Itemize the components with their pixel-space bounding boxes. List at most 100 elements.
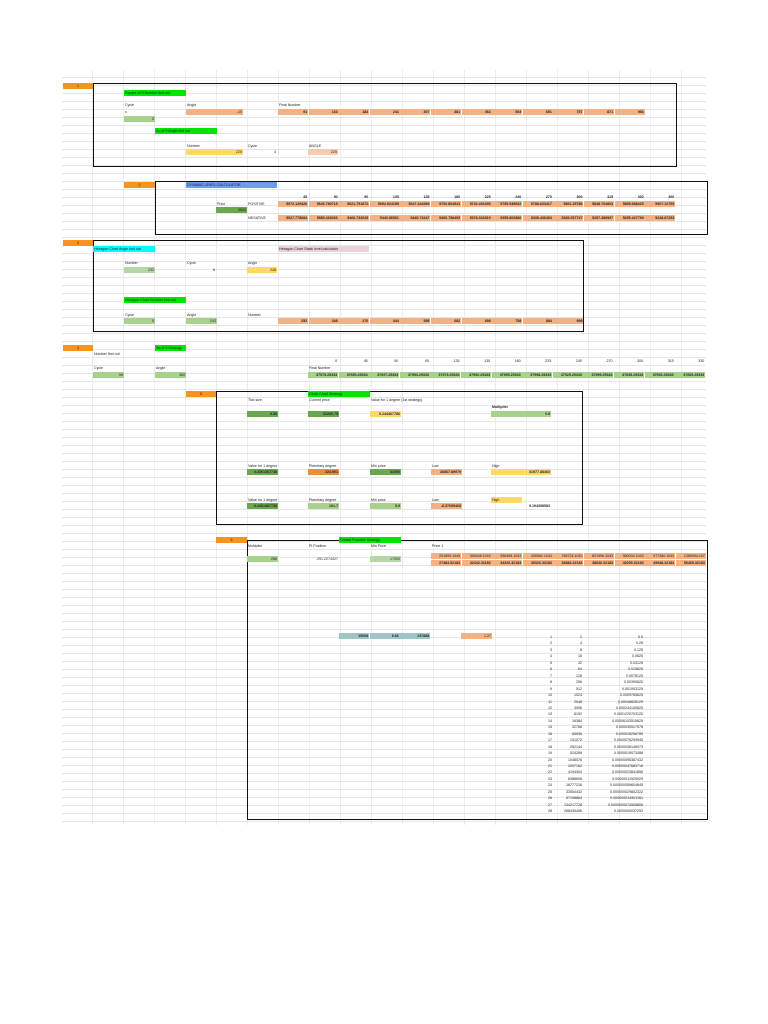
s5-multiplier-value[interactable]: 0.5 [491,411,551,417]
s2-positive-value[interactable]: 5848.764803 [584,201,615,207]
s6-table-cell[interactable]: 256 [576,680,582,685]
s6-table-cell[interactable]: 4096 [574,705,582,710]
s6-price-2[interactable]: 40255.32183 [614,560,645,566]
s6-table-cell[interactable]: 0.015625 [628,667,643,672]
s6-table-cell[interactable]: 17 [548,738,552,743]
s6-calc-result[interactable]: 1.27 [461,633,492,639]
s3-cycle2-value[interactable]: 0 [124,318,155,324]
section-3-number[interactable]: 3 [63,240,93,246]
s6-minprice-value[interactable]: 17000 [370,556,401,562]
s3-number[interactable]: 444 [369,318,400,324]
s6-table-cell[interactable]: 22 [548,770,552,775]
s4-final-number[interactable]: 37650.25333 [338,372,369,378]
s6-table-cell[interactable]: 16 [548,731,552,736]
s3-title2[interactable]: Hexagon Chart Static level calculator [278,246,369,252]
s6-table-cell[interactable]: 16777216 [566,783,582,788]
section-1-number[interactable]: 1 [63,83,93,89]
s2-positive-value[interactable]: 5572.129426 [278,201,309,207]
s6-table-cell[interactable]: 20 [548,757,552,762]
s6-table-cell[interactable]: 12 [548,705,552,710]
s6-table-cell[interactable]: 1024 [574,693,582,698]
s3-number[interactable]: 558 [400,318,431,324]
s2-positive-value[interactable]: 5646.789715 [308,201,339,207]
s6-table-cell[interactable]: 67108864 [566,796,582,801]
s6-table-cell[interactable]: 0.5 [638,635,643,639]
s4-final-number[interactable]: 37979.25333 [430,372,461,378]
s4-final-number[interactable]: 37995.25333 [491,372,522,378]
s6-table-cell[interactable]: 8388608 [568,776,582,781]
s1-final-number[interactable]: 553 [492,109,523,115]
s3-sub-title[interactable]: Hexagon Chart Number find out [124,297,186,303]
s1-angle2-value[interactable]: 225 [308,149,338,155]
s3-angle-value[interactable]: 248 [247,267,277,273]
s6-table-cell[interactable]: 33554432 [566,789,582,794]
s6-price-1[interactable]: 821996.1043 [584,553,615,559]
s1-final-number[interactable]: 651 [522,109,553,115]
s6-table-cell[interactable]: 0.0078125 [626,673,643,678]
s5-v1deg-value[interactable]: 0.2361367738 [247,469,278,475]
s6-table-cell[interactable]: 0.0000000074505806 [608,802,643,807]
s6-table-cell[interactable]: 0.00000023841858 [612,770,643,775]
s3-title[interactable]: Hexagon Chart Angle find out [93,246,155,252]
s6-table-cell[interactable]: 2097152 [568,764,582,768]
s1-sub-title[interactable]: Sq of 9 Angle find out [155,128,217,134]
s6-table-cell[interactable]: 11 [548,699,552,704]
s2-positive-value[interactable]: 5861.25786 [553,201,584,207]
s6-table-cell[interactable]: 0.00390625 [624,680,643,685]
s2-positive-value[interactable]: 5907.12769 [645,201,676,207]
s6-table-cell[interactable]: 16 [578,654,582,659]
s1-final-number[interactable]: 993 [614,109,645,115]
s1-cycle-input[interactable]: 0 [124,116,155,122]
s6-table-cell[interactable]: 21 [548,764,552,768]
s6-table-cell[interactable]: 0.000244140625 [616,705,643,710]
s6-table-cell[interactable]: 0.001953125 [622,686,643,691]
s6-table-cell[interactable]: 0.000015258789 [616,731,643,736]
s2-negative-value[interactable]: 5355.806886 [492,215,523,221]
s6-calc-value[interactable]: 6.66 [369,633,400,639]
s5-minprice2-value[interactable]: 5.5 [370,503,401,509]
s4-final-number[interactable]: 37697.25333 [369,372,400,378]
section-4-number[interactable]: 4 [63,345,93,351]
s6-table-cell[interactable]: 4 [580,641,582,646]
s6-price-2[interactable]: 32342.31183 [461,560,492,566]
s6-table-cell[interactable]: 5 [550,660,552,665]
s2-negative-value[interactable]: 5248.87253 [645,215,676,221]
s1-final-number[interactable]: 91 [278,109,309,115]
s6-table-cell[interactable]: 134217728 [564,802,582,807]
s1-final-number[interactable]: 183 [339,109,370,115]
s1-final-number[interactable]: 871 [584,109,615,115]
s4-final-number[interactable]: 37953.25333 [399,372,430,378]
s6-table-cell[interactable]: 8 [580,647,582,652]
s2-positive-value[interactable]: 5647.344989 [400,201,431,207]
s1-final-number[interactable]: 307 [400,109,431,115]
s5-planet-value[interactable]: 224.901 [308,469,339,475]
s6-price-2[interactable]: 38646.32183 [584,560,615,566]
s2-negative-value[interactable]: 5289.537747 [553,215,584,221]
s6-price-2[interactable]: 49948.32183 [645,560,676,566]
s6-table-cell[interactable]: 7 [550,673,552,678]
s4-final-number[interactable]: 37665.25333 [675,372,706,378]
s2-negative-value[interactable]: 5466.733628 [339,215,370,221]
s6-table-cell[interactable]: 512 [576,686,582,691]
s2-title[interactable]: DYNAMIC LEVEL CALCULATOR [186,182,277,188]
s2-negative-value[interactable]: 5257.389997 [584,215,615,221]
s2-price-value[interactable]: 5500 [216,207,247,213]
s6-table-cell[interactable]: 128 [576,673,582,678]
s6-title[interactable]: Dorard Possible Strategy [339,537,401,543]
s5-value1[interactable]: 0.244467786 [370,411,401,417]
s6-price-1[interactable]: 768724.1043 [553,553,584,559]
s6-calc-value[interactable]: 15068 [339,633,370,639]
s6-table-cell[interactable]: 64 [578,667,582,672]
s6-price-1[interactable]: 251899.1045 [431,553,462,559]
s6-table-cell[interactable]: 28 [548,809,552,814]
s2-negative-value[interactable]: 5335.436463 [522,215,553,221]
s6-table-cell[interactable]: 524288 [570,751,582,756]
s3-angle2-value[interactable]: 243 [186,318,217,324]
s6-price-1[interactable]: 980004.1043 [614,553,645,559]
s4-final-number[interactable]: 37579.25333 [308,372,339,378]
s4-title[interactable]: Sq of 9 Strategy [155,345,186,351]
s2-positive-value[interactable]: 5700.804541 [431,201,462,207]
s5-tick-value[interactable]: 0.05 [247,411,278,417]
s6-table-cell[interactable]: 4 [550,654,552,659]
s6-price-2[interactable]: 56465.32183 [675,560,706,566]
